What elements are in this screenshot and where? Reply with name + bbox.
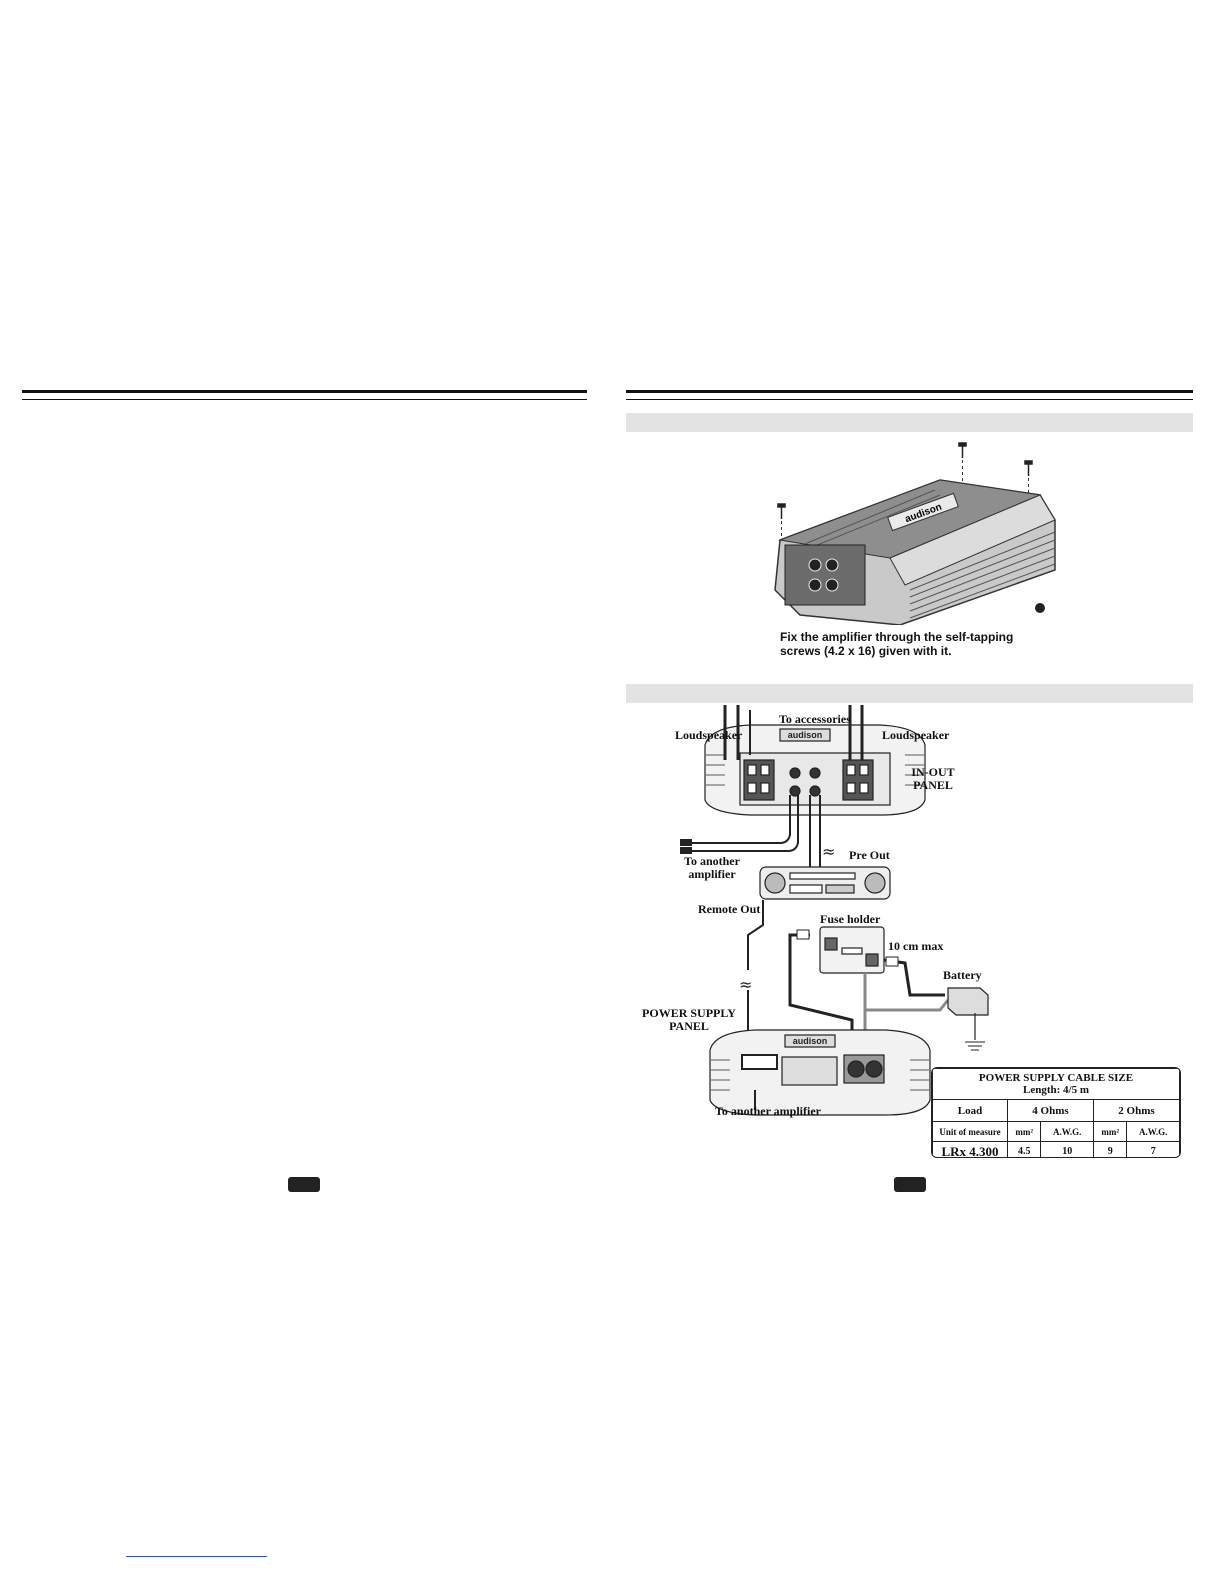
model-name: LRx 4.300 bbox=[932, 1141, 1008, 1157]
label-to-another-line2: amplifier bbox=[688, 867, 736, 881]
amplifier-mounting-illustration: audison bbox=[774, 442, 1056, 625]
wiring-diagram: audison ≈ ≈ bbox=[680, 705, 989, 1116]
unit-label: Unit of measure bbox=[932, 1121, 1008, 1142]
label-ten-cm-max: 10 cm max bbox=[888, 939, 944, 953]
label-remote-out: Remote Out bbox=[698, 902, 761, 916]
label-pre-out: Pre Out bbox=[849, 848, 890, 862]
label-loudspeaker-left: Loudspeaker bbox=[675, 728, 743, 742]
label-to-another-line1: To another bbox=[684, 854, 740, 868]
caption-line-1: Fix the amplifier through the self-tappi… bbox=[780, 630, 1014, 644]
value-cell: 10 bbox=[1040, 1141, 1094, 1157]
svg-text:≈: ≈ bbox=[822, 842, 835, 861]
label-battery: Battery bbox=[943, 968, 982, 982]
svg-text:audison: audison bbox=[788, 730, 823, 740]
load-label: Load bbox=[932, 1099, 1008, 1122]
value-cell: 4.5 bbox=[1006, 1141, 1042, 1157]
left-page-number-badge bbox=[288, 1177, 320, 1192]
label-to-another-amplifier-bottom: To another amplifier bbox=[715, 1104, 822, 1118]
label-in-out-panel: IN-OUT PANEL bbox=[908, 766, 958, 792]
unit-cell: mm² bbox=[1092, 1121, 1128, 1142]
unit-cell: A.W.G. bbox=[1040, 1121, 1094, 1142]
label-in-out-line2: PANEL bbox=[913, 778, 953, 792]
battery-icon bbox=[947, 987, 989, 1051]
caption-line-2: screws (4.2 x 16) given with it. bbox=[780, 644, 952, 658]
unit-cell: mm² bbox=[1006, 1121, 1042, 1142]
head-unit bbox=[759, 866, 891, 900]
load-2ohm: 2 Ohms bbox=[1092, 1099, 1180, 1122]
label-to-accessories: To accessories bbox=[779, 712, 851, 726]
label-in-out-line1: IN-OUT bbox=[911, 765, 955, 779]
label-psp-line1: POWER SUPPLY bbox=[642, 1006, 736, 1020]
left-page-top-rule bbox=[22, 390, 587, 400]
power-supply-cable-table: POWER SUPPLY CABLE SIZE Length: 4/5 m Lo… bbox=[931, 1067, 1181, 1158]
label-to-another-amplifier-top: To another amplifier bbox=[676, 855, 748, 881]
right-page-number-badge bbox=[894, 1177, 926, 1192]
load-4ohm: 4 Ohms bbox=[1007, 1099, 1094, 1122]
amplifier-in-out-panel: audison bbox=[704, 724, 926, 816]
svg-text:≈: ≈ bbox=[739, 975, 752, 994]
wiring-section-bar bbox=[626, 684, 1193, 703]
unit-cell: A.W.G. bbox=[1126, 1121, 1180, 1142]
fuse-holder bbox=[819, 926, 885, 974]
installation-caption: Fix the amplifier through the self-tappi… bbox=[780, 630, 1013, 658]
amplifier-power-panel: audison bbox=[709, 1029, 931, 1116]
svg-text:audison: audison bbox=[793, 1036, 828, 1046]
screw-icon bbox=[777, 442, 1033, 519]
label-loudspeaker-right: Loudspeaker bbox=[882, 728, 950, 742]
value-cell: 9 bbox=[1092, 1141, 1128, 1157]
table-subtitle: Length: 4/5 m bbox=[1023, 1084, 1089, 1096]
footer-link-underline[interactable] bbox=[126, 1556, 267, 1557]
label-power-supply-panel: POWER SUPPLY PANEL bbox=[638, 1007, 740, 1033]
value-cell: 7 bbox=[1126, 1141, 1180, 1157]
right-page-top-rule bbox=[626, 390, 1193, 400]
label-psp-line2: PANEL bbox=[669, 1019, 709, 1033]
table-title: POWER SUPPLY CABLE SIZE bbox=[978, 1072, 1134, 1084]
table-header: POWER SUPPLY CABLE SIZE Length: 4/5 m bbox=[932, 1068, 1180, 1100]
label-fuse-holder: Fuse holder bbox=[820, 912, 881, 926]
installation-section-bar bbox=[626, 413, 1193, 432]
